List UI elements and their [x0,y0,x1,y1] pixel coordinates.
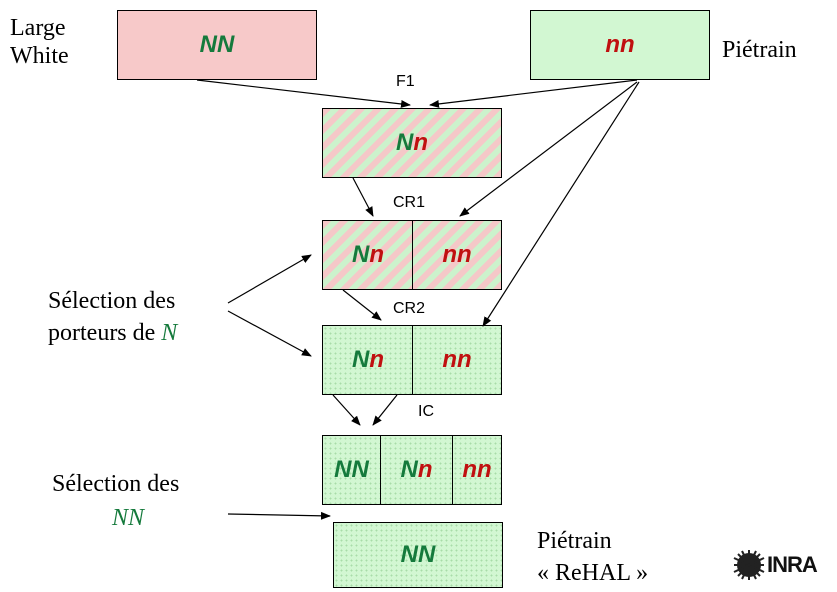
allele: N [217,31,235,58]
ic-divider-2 [452,436,453,504]
allele: N [418,541,436,568]
inra-logo-text: INRA [767,552,818,577]
allele: n [442,241,457,268]
arrow-selection-nn-to-final [227,511,331,520]
f1-label: F1 [396,73,415,90]
allele: N [395,129,414,156]
allele: N [400,541,418,568]
cr1-label: CR1 [393,194,426,211]
allele: n [413,129,428,156]
inra-logo: INRA [732,545,818,585]
final-label-line2: « ReHAL » [537,560,649,586]
arrow-cr2-to-ic-right [372,394,398,426]
allele: N [400,456,418,483]
allele: n [442,346,457,373]
allele: n [605,31,620,58]
selection-nn-line2: NN [112,505,145,531]
allele: n [369,241,384,268]
final-label: Piétrain « ReHAL » [537,527,648,587]
allele: N [351,456,369,483]
selection-carriers-line1: Sélection des [48,288,176,314]
selection-carriers-line2: porteurs de N [48,319,177,347]
arrow-cr2-to-ic-left [332,394,361,426]
allele: n [620,31,635,58]
ic-label: IC [418,403,434,420]
allele: n [417,456,433,483]
final-label-line1: Piétrain [537,528,612,554]
ic-divider-1 [380,436,381,504]
allele: N [334,456,352,483]
allele: N [351,346,370,373]
arrow-lw-to-f1 [196,79,411,108]
arrow-pi-to-f1 [429,79,638,108]
allele: N [199,31,217,58]
selection-carriers-allele: N [161,320,178,346]
inra-logo-mark [733,550,765,580]
arrow-selection-to-cr2 [227,310,312,357]
large-white-label: Large White [10,14,69,70]
cr1-divider [412,221,413,289]
allele: n [477,456,492,483]
arrow-cr1-to-cr2 [342,289,382,321]
cr2-label: CR2 [393,300,426,317]
allele: n [457,346,472,373]
allele: n [369,346,384,373]
pietrain-label: Piétrain [722,37,797,63]
selection-nn-label: Sélection des NN [52,470,179,532]
large-white-label-line2: White [10,43,69,69]
arrow-pi-to-cr1 [459,81,638,217]
large-white-label-line1: Large [10,15,66,41]
arrow-selection-to-cr1 [227,254,312,304]
selection-nn-line1: Sélection des [52,471,180,497]
allele: n [457,241,472,268]
allele: n [462,456,477,483]
arrow-f1-to-cr1 [352,177,374,217]
selection-carriers-label: Sélection des porteurs de N [48,287,177,347]
arrow-pi-to-cr2 [482,81,640,327]
cr2-divider [412,326,413,394]
allele: N [351,241,370,268]
selection-carriers-prefix: porteurs de [48,320,162,346]
